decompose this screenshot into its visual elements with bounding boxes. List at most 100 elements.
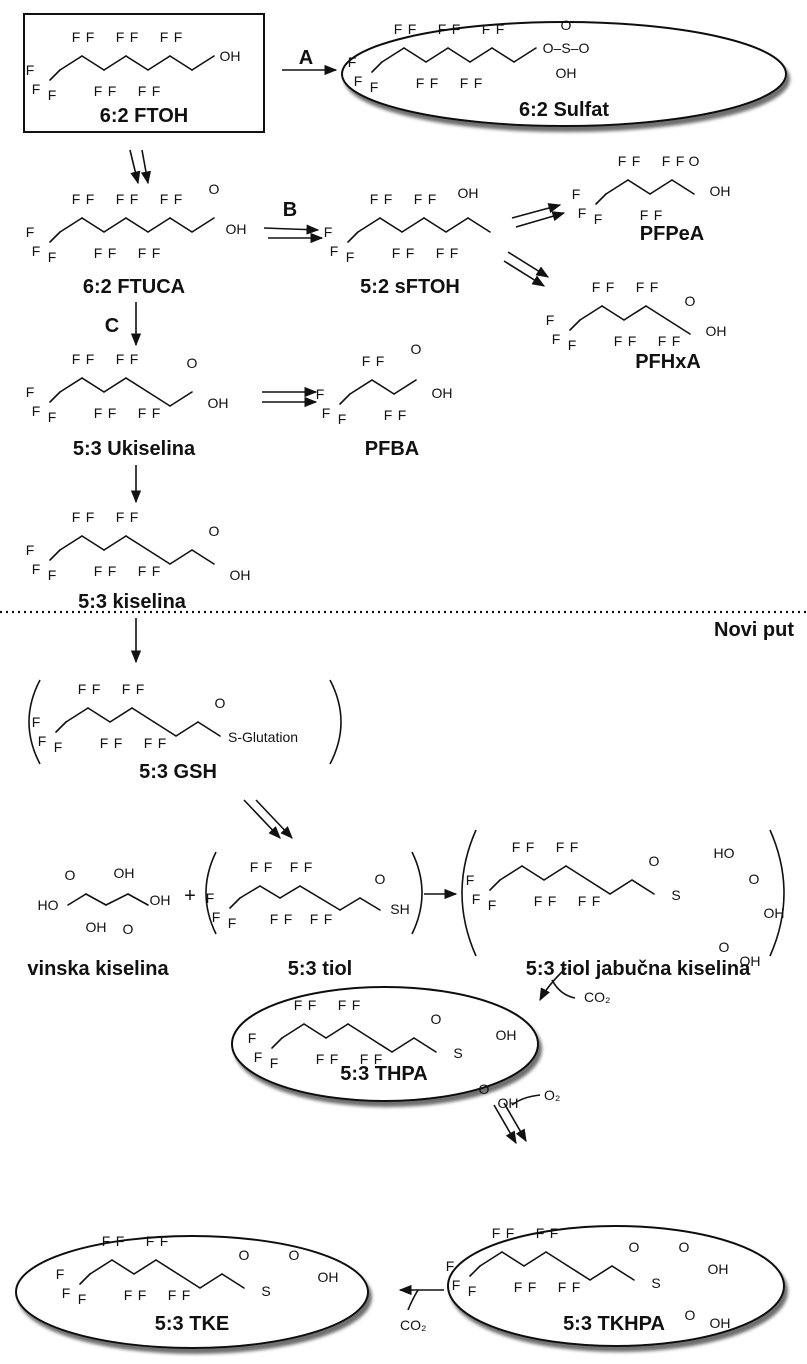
tiol-chain-bond [239,885,261,899]
reagent-co2-second: CO₂ [400,1317,426,1333]
kis-cf3-f1: F [26,542,35,558]
jab-tail-bond [631,879,655,895]
ftuca-f-a: F [94,245,103,261]
tkhpa-f-a: F [492,1225,501,1241]
gsh-chain-bond [87,707,111,723]
gsh-bracket-left [28,679,41,765]
tkhpa-chain-bond [501,1251,525,1267]
sulfat-cf3-f3: F [370,79,379,95]
vinska-oh2: OH [114,865,135,881]
ftuca-cf3-f2: F [32,243,41,259]
pfhxa-f-b: F [672,333,681,349]
tkhpa-chain-bond [523,1251,547,1267]
pfpea-chain-bond [605,179,629,195]
tke-chain-bond [79,1273,91,1285]
tke-s: S [261,1283,270,1299]
arrow-thpa-tkhpa-1 [493,1104,517,1145]
gsh-o: O [215,695,226,711]
ukis-chain-bond [103,377,127,393]
ukis-f-b: F [130,351,139,367]
pfpea-f-a: F [662,153,671,169]
tke-chain-bond [89,1259,113,1275]
arrow-sftoh-pfpea-2 [515,211,566,228]
sulfat-f-a: F [460,75,469,91]
tkhpa-cf3-f3: F [468,1283,477,1299]
tiol-chain-bond [299,885,321,899]
pfhxa-cf3-f3: F [568,337,577,353]
sulfat-f-b: F [408,21,417,37]
pfpea-chain-bond [649,179,673,195]
tkhpa-o3: O [685,1307,696,1323]
label-ftuca: 6:2 FTUCA [83,276,185,298]
jab-oh2: OH [740,953,761,969]
tke-tail-bond [177,1273,201,1289]
jabucna-bracket-left [461,829,477,957]
tiol-cf3-f1: F [206,890,215,906]
jab-chain-bond [489,879,501,891]
vinska-oh1: OH [86,919,107,935]
jab-f-b: F [592,893,601,909]
kis-f-a: F [94,563,103,579]
tkhpa-f-a: F [536,1225,545,1241]
pfpea-o: O [689,153,700,169]
pfpea-cf3-f2: F [578,205,587,221]
tiol-sh: SH [390,901,409,917]
thpa-oh2: OH [498,1095,519,1111]
tiol-f-b: F [324,911,333,927]
jab-cf3-f2: F [472,891,481,907]
ukis-chain-bond [125,377,149,393]
thpa-chain-bond [303,1023,327,1039]
ukis-f-a: F [116,351,125,367]
arrow-sftoh-pfhxa-1 [507,251,550,278]
kis-cf3-f3: F [48,567,57,583]
pfhxa-f-b: F [628,333,637,349]
tkhpa-f-b: F [506,1225,515,1241]
ftoh-f-b: F [130,29,139,45]
tkhpa-oh: OH [708,1261,729,1277]
tkhpa-f-a: F [558,1279,567,1295]
ukis-chain-bond [81,377,105,393]
tiol-bracket-right [411,851,423,935]
thpa-f-a: F [294,997,303,1013]
pfhxa-oh: OH [706,323,727,339]
ftoh-f-a: F [116,29,125,45]
ftoh-box [23,13,265,133]
jab-f-b: F [548,893,557,909]
ftoh-f-b: F [108,83,117,99]
ftoh-tail-bond [169,55,193,71]
sulfat-o-top: O [561,17,572,33]
tke-cf3-f2: F [62,1285,71,1301]
jab-f-a: F [556,839,565,855]
pfpea-tail-bond [671,179,695,195]
ukis-cf3-f3: F [48,409,57,425]
label-kiselina: 5:3 kiselina [78,591,187,613]
vinska-o1: O [65,867,76,883]
tiol-o: O [375,871,386,887]
sftoh-oh: OH [458,185,479,201]
ukis-cf3-f1: F [26,384,35,400]
ftuca-f-a: F [160,191,169,207]
sulfat-f-b: F [474,75,483,91]
ftuca-chain-bond [147,217,171,233]
gsh-chain-bond [65,707,89,723]
sulfat-tail-bond [513,47,537,63]
ftuca-f-b: F [174,191,183,207]
pfhxa-chain-bond [579,305,603,321]
tiol-f-a: F [310,911,319,927]
sftoh-chain-bond [401,217,425,233]
reaction-b-label: B [283,199,297,221]
ftoh-f-a: F [72,29,81,45]
tke-ellipse [15,1235,369,1349]
reagent-co2-first: CO₂ [584,989,610,1005]
sftoh-chain-bond [379,217,403,233]
pfpea-f-a: F [640,207,649,223]
gsh-cf3-f1: F [32,714,41,730]
ftuca-tail-bond [191,217,215,233]
arrow-co2-release-2 [407,1289,419,1311]
label-vinska: vinska kiselina [27,958,169,980]
thpa-cf3-f3: F [270,1055,279,1071]
tke-tail-bond [221,1273,245,1289]
tke-f-b: F [182,1287,191,1303]
jab-chain-bond [565,865,589,881]
pfba-tail-bond [393,379,417,395]
